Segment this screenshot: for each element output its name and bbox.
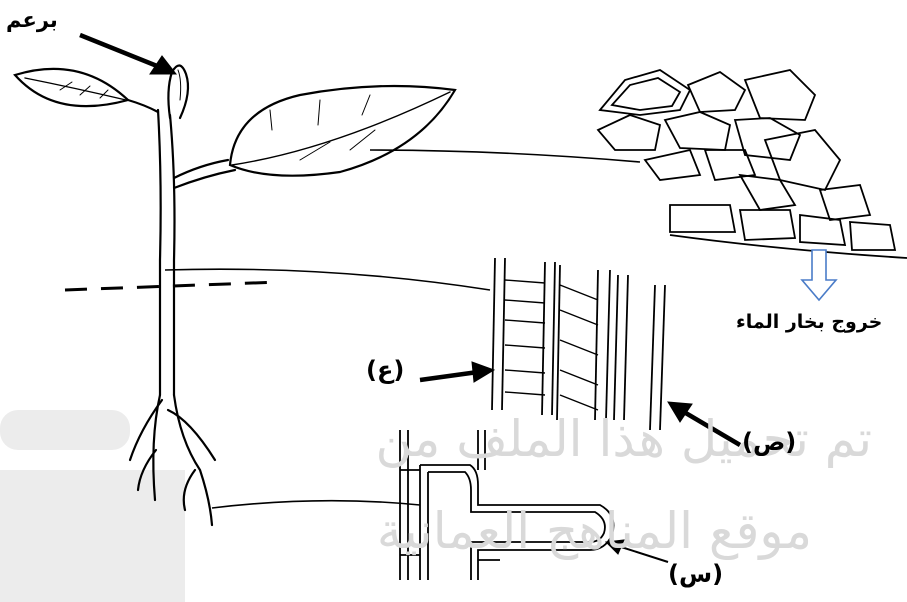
watermark-logo <box>0 410 185 602</box>
vapor-exit-label: خروج بخار الماء <box>736 311 882 333</box>
root-hair-sin-label: (س) <box>668 560 723 588</box>
vessel-ain-label: (ع) <box>366 356 404 384</box>
vessel-sad-label: (ص) <box>742 428 796 456</box>
right-leaf <box>230 86 455 176</box>
leaf-cells <box>598 70 907 258</box>
watermark-line-1: تم تحميل هذا الملف من <box>375 410 872 468</box>
ground-line <box>65 282 280 290</box>
bud-label: برعم <box>6 8 58 32</box>
vapor-arrow-icon <box>802 250 836 300</box>
watermark-line-2: موقع المناهج العمانية <box>377 502 812 560</box>
xylem-vessels <box>492 258 665 430</box>
